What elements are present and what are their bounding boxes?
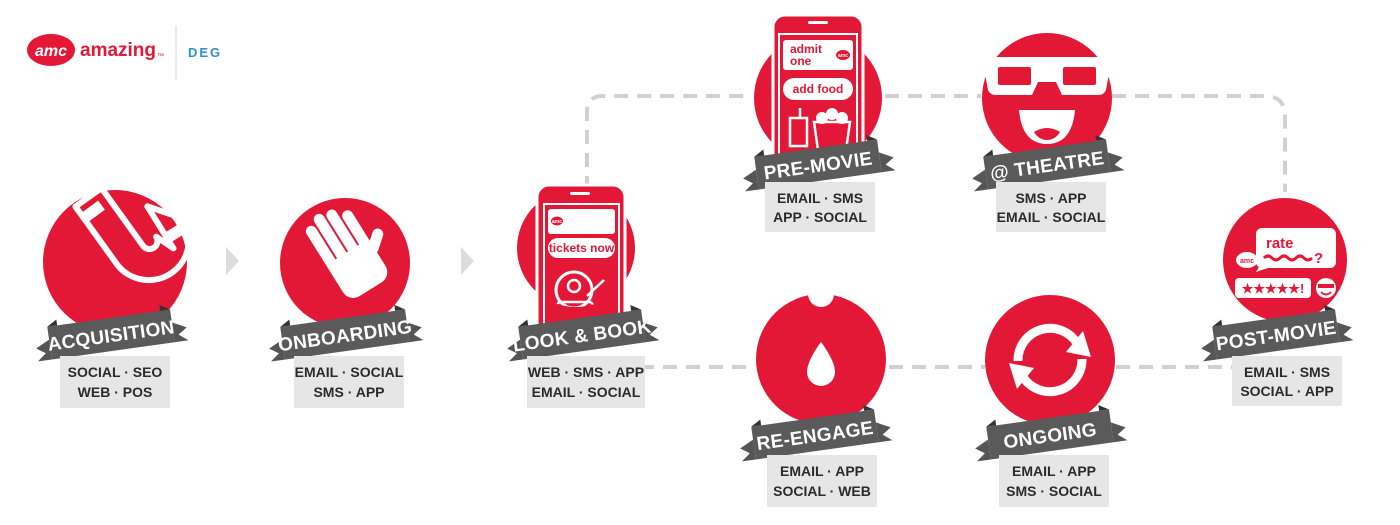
add-food-text: add food: [793, 82, 844, 96]
post-movie-channels-line1: EMAIL · SMS: [1244, 364, 1330, 380]
tickets-now-pill: [548, 238, 615, 258]
admit-one-ticket: [783, 40, 853, 70]
look-book-channels-line1: WEB · SMS · APP: [528, 364, 644, 380]
acquisition-channels-line1: SOCIAL · SEO: [68, 364, 163, 380]
connector-lookbook-to-premovie: [585, 94, 751, 190]
magnet-icon: [72, 185, 192, 284]
connector-paths: [585, 94, 1287, 369]
acquisition-channels-line2: WEB · POS: [78, 384, 153, 400]
ongoing-channels-line2: SMS · SOCIAL: [1006, 483, 1102, 499]
onboarding-channels-line2: SMS · APP: [313, 384, 384, 400]
waving-hand-icon: [305, 209, 388, 298]
question-mark-text: ?: [1314, 250, 1323, 267]
re-engage-notch: [808, 281, 834, 307]
chevron-right-icon: [461, 247, 474, 275]
popcorn-drink-icon: [788, 108, 852, 152]
re-engage-channels-line1: EMAIL · APP: [780, 463, 864, 479]
stage-re-engage: RE-ENGAGE EMAIL · APP SOCIAL · WEB: [740, 281, 893, 507]
rating-bubble-icon: amc rate ? ★★★★★!: [1235, 228, 1336, 298]
pre-movie-channels-box: [765, 182, 875, 232]
star-rating-box: [1235, 278, 1311, 298]
chevron-right-icon: [226, 247, 239, 275]
amc-logo-badge: [27, 34, 75, 66]
svg-text:admit: admit: [790, 42, 822, 56]
ongoing-channels-box: [999, 455, 1109, 507]
post-movie-channels-box: [1232, 356, 1342, 406]
phone-amc-logo: [551, 216, 563, 226]
look-book-channels-line2: EMAIL · SOCIAL: [532, 384, 641, 400]
amc-logo-text: amc: [35, 43, 67, 60]
acquisition-channels-box: [60, 356, 170, 408]
amc-amazing-logo: amc amazing ™: [27, 34, 164, 66]
tickets-now-text: tickets now: [549, 241, 615, 255]
ticket-amc-logo: [836, 50, 850, 60]
amazing-wordmark: amazing: [80, 40, 156, 61]
svg-text:amc: amc: [838, 53, 848, 59]
re-engage-ribbon: RE-ENGAGE: [740, 404, 893, 462]
pre-movie-channels-line2: APP · SOCIAL: [773, 209, 867, 225]
ongoing-channels-line1: EMAIL · APP: [1012, 463, 1096, 479]
connector-theatre-to-postmovie: [1112, 94, 1287, 192]
theatre-channels-box: [996, 182, 1106, 232]
deg-logo: DEG: [188, 45, 222, 60]
stage-post-movie: amc rate ? ★★★★★! POST-MOVIE EMAIL · SMS…: [1201, 198, 1354, 406]
onboarding-channels-box: [294, 356, 404, 408]
star-rating-text: ★★★★★!: [1242, 281, 1305, 296]
ongoing-circle: [985, 295, 1115, 425]
svg-text:one: one: [790, 54, 812, 68]
stage-look-book: amc tickets now LOOK & BOOK WEB · SMS · …: [507, 183, 660, 408]
re-engage-channels-box: [767, 455, 877, 507]
amazing-trademark: ™: [157, 53, 164, 60]
theatre-channels-line1: SMS · APP: [1015, 190, 1086, 206]
robot-icon: [554, 270, 605, 307]
stage-theatre: @ THEATRE SMS · APP EMAIL · SOCIAL: [972, 33, 1125, 232]
post-movie-channels-line2: SOCIAL · APP: [1240, 383, 1333, 399]
refresh-cycle-icon: [1009, 323, 1091, 397]
theatre-channels-line2: EMAIL · SOCIAL: [997, 209, 1106, 225]
3d-glasses-face-icon: [982, 57, 1112, 144]
svg-text:amc: amc: [552, 219, 562, 225]
phone-icon: admit one amc add food: [771, 13, 865, 177]
rate-text: rate: [1266, 235, 1294, 252]
svg-text:DEG: DEG: [188, 45, 222, 60]
look-book-channels-box: [527, 356, 645, 408]
amc-logo-bubble: [1236, 252, 1258, 268]
stage-ongoing: ONGOING EMAIL · APP SMS · SOCIAL: [975, 295, 1128, 507]
svg-text:amc: amc: [1240, 258, 1254, 265]
stage-onboarding: ONBOARDING EMAIL · SOCIAL SMS · APP: [269, 198, 424, 408]
phone-icon: amc tickets now: [535, 183, 627, 337]
stage-acquisition: ACQUISITION SOCIAL · SEO WEB · POS: [36, 185, 192, 408]
theatre-ribbon: @ THEATRE: [972, 134, 1125, 192]
pre-movie-channels-line1: EMAIL · SMS: [777, 190, 863, 206]
add-food-pill: [783, 78, 853, 100]
drop-icon: [807, 342, 835, 386]
re-engage-channels-line2: SOCIAL · WEB: [773, 483, 871, 499]
stage-pre-movie: admit one amc add food PRE-MOVIE EMAIL ·…: [743, 13, 896, 232]
onboarding-channels-line1: EMAIL · SOCIAL: [295, 364, 404, 380]
